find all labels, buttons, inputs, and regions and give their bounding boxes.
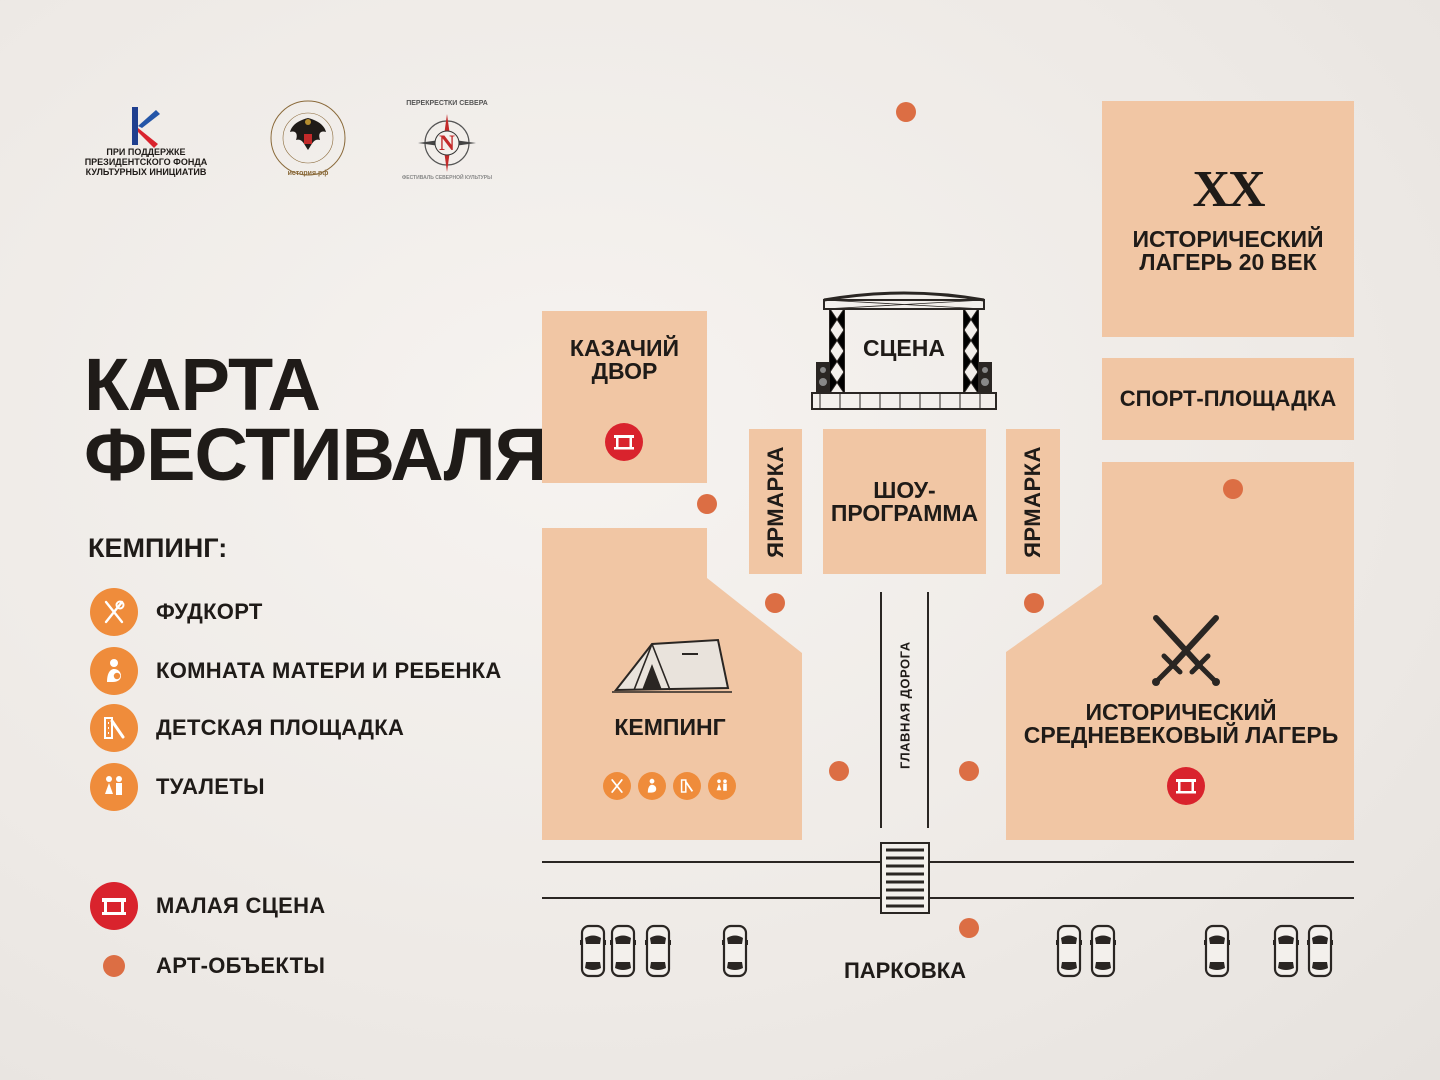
art-object-dot (959, 918, 979, 938)
festival-ring-text: ПЕРЕКРЕСТКИ СЕВЕРА (406, 100, 488, 107)
zone-medieval-label: ИСТОРИЧЕСКИЙ СРЕДНЕВЕКОВЫЙ ЛАГЕРЬ (1023, 699, 1339, 748)
rvio-caption: история.рф (287, 170, 329, 177)
zone-show-program: ШОУ- ПРОГРАММА (823, 429, 986, 574)
toilets-icon (90, 763, 138, 811)
title-line-2: ФЕСТИВАЛЯ (84, 413, 548, 497)
tent-icon (612, 636, 732, 699)
zone-camp20-label: ИСТОРИЧЕСКИЙ ЛАГЕРЬ 20 ВЕК (1132, 226, 1324, 275)
logo-rvio: история.рф (268, 98, 348, 182)
legend-label-small-stage: МАЛАЯ СЦЕНА (156, 893, 326, 918)
legend-label-food: ФУДКОРТ (156, 599, 263, 624)
art-object-dot (1223, 479, 1243, 499)
legend-item-playground: ДЕТСКАЯ ПЛОЩАДКА (90, 704, 404, 752)
page-title: КАРТА ФЕСТИВАЛЯ (84, 343, 548, 497)
mother-child-icon (90, 647, 138, 695)
title-line-1: КАРТА (84, 343, 321, 426)
legend-label-mother: КОМНАТА МАТЕРИ И РЕБЕНКА (156, 658, 502, 683)
camping-playground-icon (673, 772, 701, 800)
main-road-label: ГЛАВНАЯ ДОРОГА (897, 641, 913, 769)
zone-fair-right: ЯРМАРКА (1006, 429, 1060, 574)
legend-item-food: ФУДКОРТ (90, 588, 262, 636)
compass-icon (418, 114, 476, 172)
legend-label-playground: ДЕТСКАЯ ПЛОЩАДКА (156, 715, 405, 740)
festival-ring-bottom: ФЕСТИВАЛЬ СЕВЕРНОЙ КУЛЬТУРЫ (401, 175, 493, 181)
parked-car-icon (1056, 924, 1082, 978)
art-object-dot (829, 761, 849, 781)
art-object-dot (1024, 593, 1044, 613)
main-stage: СЦЕНА (810, 290, 998, 412)
parked-car-icon (580, 924, 606, 978)
parked-car-icon (722, 924, 748, 978)
zone-camping-label: КЕМПИНГ (614, 714, 726, 740)
double-eagle-icon (270, 100, 346, 176)
zone-cossack-label: КАЗАЧИЙ ДВОР (569, 335, 680, 384)
stage-label: СЦЕНА (863, 335, 945, 361)
stage-truss-icon (811, 291, 997, 410)
parked-car-icon (1204, 924, 1230, 978)
art-object-dot (896, 102, 916, 122)
parked-car-icon (610, 924, 636, 978)
food-court-icon (90, 588, 138, 636)
zone-sport-label: СПОРТ-ПЛОЩАДКА (1119, 386, 1337, 411)
legend-label-art: АРТ-ОБЪЕКТЫ (156, 953, 326, 978)
parking-label: ПАРКОВКА (843, 958, 967, 983)
playground-icon (90, 704, 138, 752)
legend-item-toilets: ТУАЛЕТЫ (90, 763, 265, 811)
camping-toilets-icon (708, 772, 736, 800)
roman-numeral-xx: XX (1192, 161, 1265, 218)
pfki-emblem-icon (132, 107, 160, 148)
legend-label-toilets: ТУАЛЕТЫ (156, 774, 265, 799)
crosswalk-icon (880, 842, 930, 914)
art-object-dot-icon (103, 955, 125, 977)
legend-heading: КЕМПИНГ: (88, 533, 228, 563)
small-stage-marker-cossack (605, 423, 643, 461)
parked-car-icon (1090, 924, 1116, 978)
small-stage-marker-medieval (1167, 767, 1205, 805)
camping-food-icon (603, 772, 631, 800)
pfki-text: ПРИ ПОДДЕРЖКЕ ПРЕЗИДЕНТСКОГО ФОНДА КУЛЬТ… (84, 147, 208, 177)
art-object-dot (959, 761, 979, 781)
legend-item-art: АРТ-ОБЪЕКТЫ (90, 942, 325, 990)
parked-car-icon (645, 924, 671, 978)
legend-item-mother: КОМНАТА МАТЕРИ И РЕБЕНКА (90, 647, 501, 695)
zone-camp-20th-century: XX ИСТОРИЧЕСКИЙ ЛАГЕРЬ 20 ВЕК (1102, 101, 1354, 337)
camping-mother-icon (638, 772, 666, 800)
zone-fair-left: ЯРМАРКА (749, 429, 802, 574)
crossed-swords-icon (1148, 612, 1224, 693)
zone-show-label: ШОУ- ПРОГРАММА (830, 476, 979, 526)
parked-car-icon (1273, 924, 1299, 978)
parked-car-icon (1307, 924, 1333, 978)
logo-pfki: ПРИ ПОДДЕРЖКЕ ПРЕЗИДЕНТСКОГО ФОНДА КУЛЬТ… (84, 104, 208, 184)
art-object-dot (697, 494, 717, 514)
zone-medieval-shape (1006, 462, 1354, 840)
legend-item-small-stage: МАЛАЯ СЦЕНА (90, 882, 325, 930)
art-object-dot (765, 593, 785, 613)
zone-sport-ground: СПОРТ-ПЛОЩАДКА (1102, 358, 1354, 440)
small-stage-icon (90, 882, 138, 930)
logo-festival: N ПЕРЕКРЕСТКИ СЕВЕРА ФЕСТИВАЛЬ СЕВЕРНОЙ … (402, 100, 492, 186)
festival-letter: N (439, 130, 455, 155)
